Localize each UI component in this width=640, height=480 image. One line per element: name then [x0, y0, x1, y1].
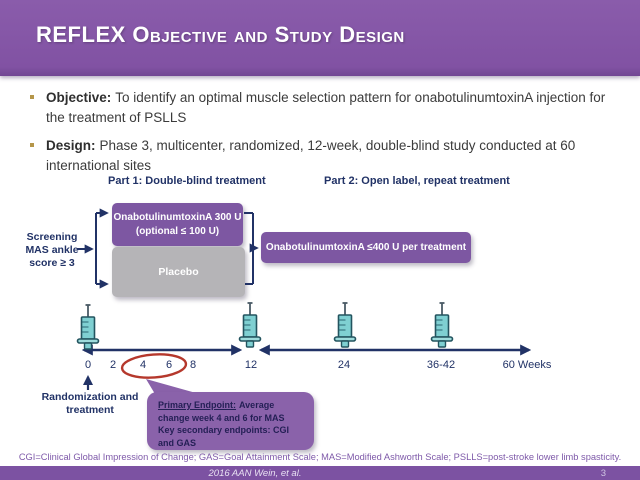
open-label-dose: OnabotulinumtoxinA ≤400 U per treatment [265, 242, 467, 253]
citation: 2016 AAN Wein, et al. [208, 468, 302, 479]
footer-bar: 2016 AAN Wein, et al. 3 [0, 466, 640, 480]
treatment-arm-optional: (optional ≤ 100 U) [135, 225, 220, 237]
syringe-icon [430, 302, 454, 348]
bullet-icon [30, 143, 34, 148]
syringe-icon [76, 304, 100, 350]
callout-line2: change week 4 and 6 for MAS [158, 412, 285, 423]
abbreviations-footnote: CGI=Clinical Global Impression of Change… [18, 452, 622, 462]
bullet-item-objective: Objective:To identify an optimal muscle … [28, 88, 616, 127]
bullet-icon [30, 95, 34, 99]
bullet-text: To identify an optimal muscle selection … [46, 90, 606, 125]
week-tick: 60 Weeks [502, 359, 552, 371]
screening-criteria-label: Screening MAS ankle score ≥ 3 [16, 231, 88, 269]
red-circle-annotation [120, 353, 188, 379]
week-tick: 24 [337, 359, 351, 371]
header-bar: REFLEX Objective and Study Design [0, 0, 640, 76]
part1-label: Part 1: Double-blind treatment [108, 175, 266, 187]
placebo-arm-box: Placebo [112, 247, 245, 297]
week-tick: 0 [84, 359, 92, 371]
part2-label: Part 2: Open label, repeat treatment [324, 175, 510, 187]
bullet-item-design: Design:Phase 3, multicenter, randomized,… [28, 136, 616, 175]
primary-endpoint-callout: Primary Endpoint:Average change week 4 a… [147, 392, 314, 450]
page-title: REFLEX Objective and Study Design [36, 22, 405, 47]
randomization-line: Randomization and [41, 391, 139, 403]
bullet-list: Objective:To identify an optimal muscle … [28, 88, 616, 184]
callout-line4: and GAS [158, 437, 197, 448]
bullet-text: Phase 3, multicenter, randomized, 12-wee… [46, 138, 576, 173]
week-tick: 8 [189, 359, 197, 371]
open-label-treatment-box: OnabotulinumtoxinA ≤400 U per treatment [261, 232, 471, 263]
page-number: 3 [600, 468, 606, 479]
screening-line: score ≥ 3 [29, 256, 75, 269]
week-tick: 2 [109, 359, 117, 371]
callout-line1: Primary Endpoint:Average [158, 399, 305, 412]
placebo-label: Placebo [158, 266, 199, 278]
callout-heading-suffix: Average [239, 400, 275, 410]
callout-heading: Primary Endpoint: [158, 400, 237, 410]
randomization-line: treatment [66, 404, 114, 417]
week-tick: 36-42 [426, 359, 456, 371]
week-tick: 12 [244, 359, 258, 371]
week-tick: 4 [139, 359, 147, 371]
merge-connector [244, 212, 259, 285]
syringe-icon [333, 302, 357, 348]
screening-line: Screening [26, 231, 78, 243]
bullet-label: Objective: [46, 90, 112, 105]
syringe-icon [238, 302, 262, 348]
screening-line: MAS ankle [25, 243, 79, 256]
randomization-label: Randomization and treatment [24, 391, 156, 417]
week-tick: 6 [165, 359, 173, 371]
treatment-arm-dose: OnabotulinumtoxinA 300 U [113, 212, 242, 223]
callout-line3: Key secondary endpoints: CGI [158, 425, 290, 436]
treatment-arm-box: OnabotulinumtoxinA 300 U (optional ≤ 100… [112, 203, 243, 246]
bullet-label: Design: [46, 138, 96, 154]
